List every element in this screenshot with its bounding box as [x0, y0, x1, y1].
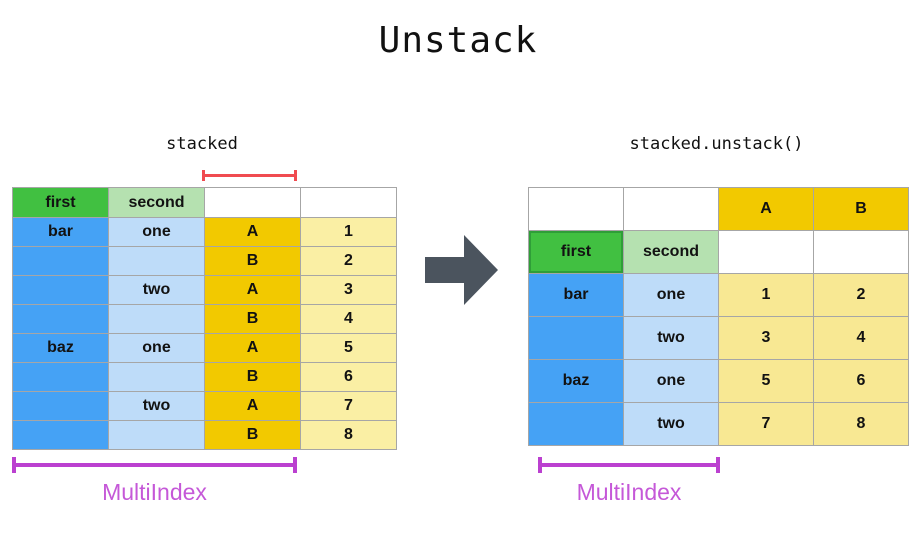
right-table-caption: stacked.unstack() [629, 134, 804, 154]
bracket-bar [202, 174, 297, 177]
index-cell [12, 275, 109, 305]
multiindex-bracket-left [12, 457, 297, 473]
unstacked-table: A B first second bar one 1 2 two 3 4 [528, 187, 909, 446]
multiindex-label-right: MultiIndex [576, 479, 682, 505]
col-header-empty [204, 187, 301, 218]
corner-cell [623, 187, 719, 231]
table-row: two A 3 [12, 275, 397, 305]
bracket-bar [538, 463, 720, 467]
left-table-caption: stacked [166, 134, 238, 154]
index-cell: bar [528, 273, 624, 317]
index-cell [12, 391, 109, 421]
index-cell: two [623, 316, 719, 360]
arrow-shaft [425, 257, 464, 283]
page-title: Unstack [378, 20, 538, 61]
index-cell: two [108, 391, 205, 421]
index-cell [108, 420, 205, 450]
col-header-second: second [108, 187, 205, 218]
level-cell: B [204, 420, 301, 450]
corner-cell [528, 187, 624, 231]
table-row: A B [528, 187, 909, 231]
table-row: two 3 4 [528, 316, 909, 360]
bracket-tick-right [293, 457, 297, 473]
level-cell: B [204, 304, 301, 334]
index-cell [528, 316, 624, 360]
col-header-first: first [528, 230, 624, 274]
table-row: bar one A 1 [12, 217, 397, 247]
table-row: first second [528, 230, 909, 274]
value-cell: 4 [813, 316, 909, 360]
bracket-tick-left [538, 457, 542, 473]
col-header-first: first [12, 187, 109, 218]
index-cell [12, 304, 109, 334]
col-header-empty [300, 187, 397, 218]
col-header-a: A [718, 187, 814, 231]
value-cell: 2 [300, 246, 397, 276]
value-cell: 7 [300, 391, 397, 421]
value-cell: 3 [300, 275, 397, 305]
value-cell: 3 [718, 316, 814, 360]
multiindex-bracket-right [538, 457, 720, 473]
value-cell: 5 [300, 333, 397, 363]
bracket-tick-right [716, 457, 720, 473]
value-cell: 2 [813, 273, 909, 317]
stacked-table: first second bar one A 1 B 2 two A [12, 187, 397, 450]
index-cell: bar [12, 217, 109, 247]
table-row: B 2 [12, 246, 397, 276]
table-row: B 8 [12, 420, 397, 450]
index-cell [528, 402, 624, 446]
level-cell: A [204, 275, 301, 305]
multiindex-label-left: MultiIndex [102, 479, 207, 505]
index-cell: one [623, 273, 719, 317]
col-header-empty [813, 230, 909, 274]
value-cell: 6 [813, 359, 909, 403]
index-cell: two [623, 402, 719, 446]
col-header-empty [718, 230, 814, 274]
index-cell [12, 246, 109, 276]
index-cell [108, 246, 205, 276]
index-cell: one [108, 333, 205, 363]
level-cell: B [204, 246, 301, 276]
table-row: baz one 5 6 [528, 359, 909, 403]
level-cell: A [204, 333, 301, 363]
table-row: baz one A 5 [12, 333, 397, 363]
table-row: two 7 8 [528, 402, 909, 446]
bracket-tick-left [202, 170, 205, 181]
table-row: B 4 [12, 304, 397, 334]
value-cell: 6 [300, 362, 397, 392]
level-cell: A [204, 391, 301, 421]
index-cell [12, 362, 109, 392]
index-cell: one [623, 359, 719, 403]
index-cell: baz [528, 359, 624, 403]
value-cell: 4 [300, 304, 397, 334]
arrow-right-icon [425, 235, 498, 305]
stacked-column-bracket [202, 170, 297, 181]
value-cell: 7 [718, 402, 814, 446]
bracket-tick-right [294, 170, 297, 181]
value-cell: 1 [718, 273, 814, 317]
index-cell: baz [12, 333, 109, 363]
value-cell: 8 [300, 420, 397, 450]
table-row: bar one 1 2 [528, 273, 909, 317]
index-cell: two [108, 275, 205, 305]
index-cell: one [108, 217, 205, 247]
index-cell [108, 304, 205, 334]
bracket-tick-left [12, 457, 16, 473]
arrow-head [464, 235, 498, 305]
value-cell: 8 [813, 402, 909, 446]
table-row: B 6 [12, 362, 397, 392]
value-cell: 1 [300, 217, 397, 247]
index-cell [108, 362, 205, 392]
table-row: two A 7 [12, 391, 397, 421]
level-cell: B [204, 362, 301, 392]
value-cell: 5 [718, 359, 814, 403]
table-row: first second [12, 187, 397, 218]
col-header-b: B [813, 187, 909, 231]
col-header-second: second [623, 230, 719, 274]
index-cell [12, 420, 109, 450]
level-cell: A [204, 217, 301, 247]
bracket-bar [12, 463, 297, 467]
